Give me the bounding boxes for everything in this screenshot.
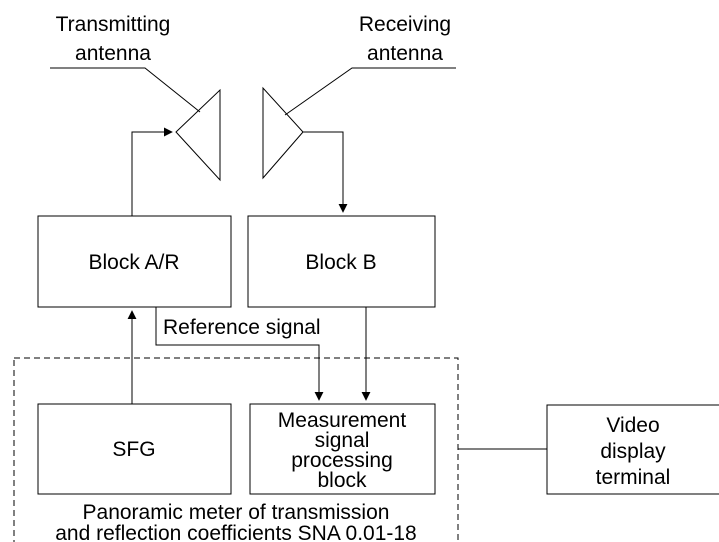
receiving-antenna-label-line2: antenna — [367, 42, 443, 65]
measurement-label-line2: signal — [315, 429, 370, 452]
measurement-label-line4: block — [317, 469, 367, 492]
transmitting-antenna-label-line2: antenna — [75, 42, 151, 65]
block-b — [247, 215, 436, 308]
video-terminal-block — [546, 404, 719, 495]
video-terminal-label-line3: terminal — [596, 466, 671, 489]
video-terminal-label-line1: Video — [606, 414, 659, 437]
measurement-label-line1: Measurement — [278, 409, 407, 432]
sfg-block — [37, 403, 232, 495]
block-ar-label: Block A/R — [88, 251, 179, 274]
block-b-label: Block B — [305, 251, 376, 274]
antenna-to-b-arrow — [303, 131, 348, 213]
reference-signal-label: Reference signal — [163, 316, 321, 339]
reference-signal-arrow — [155, 307, 324, 401]
measurement-block — [249, 403, 436, 495]
measurement-label-line3: processing — [291, 449, 393, 472]
receiving-antenna-label-line1: Receiving — [359, 13, 451, 36]
receiving-antenna-leader — [284, 67, 456, 116]
sfg-label: SFG — [112, 438, 155, 461]
ar-to-antenna-arrow — [131, 127, 173, 216]
video-terminal-label-line2: display — [600, 440, 666, 463]
transmitting-antenna-icon — [175, 88, 221, 182]
meter-caption-line1: Panoramic meter of transmission — [83, 501, 390, 524]
meter-caption-line2: and reflection coefficients SNA 0.01-18 — [55, 522, 417, 542]
transmitting-antenna-label-line1: Transmitting — [56, 13, 171, 36]
transmitting-antenna-leader — [50, 67, 201, 113]
receiving-antenna-icon — [262, 86, 304, 180]
meter-enclosure — [13, 357, 459, 542]
block-ar — [37, 215, 232, 308]
